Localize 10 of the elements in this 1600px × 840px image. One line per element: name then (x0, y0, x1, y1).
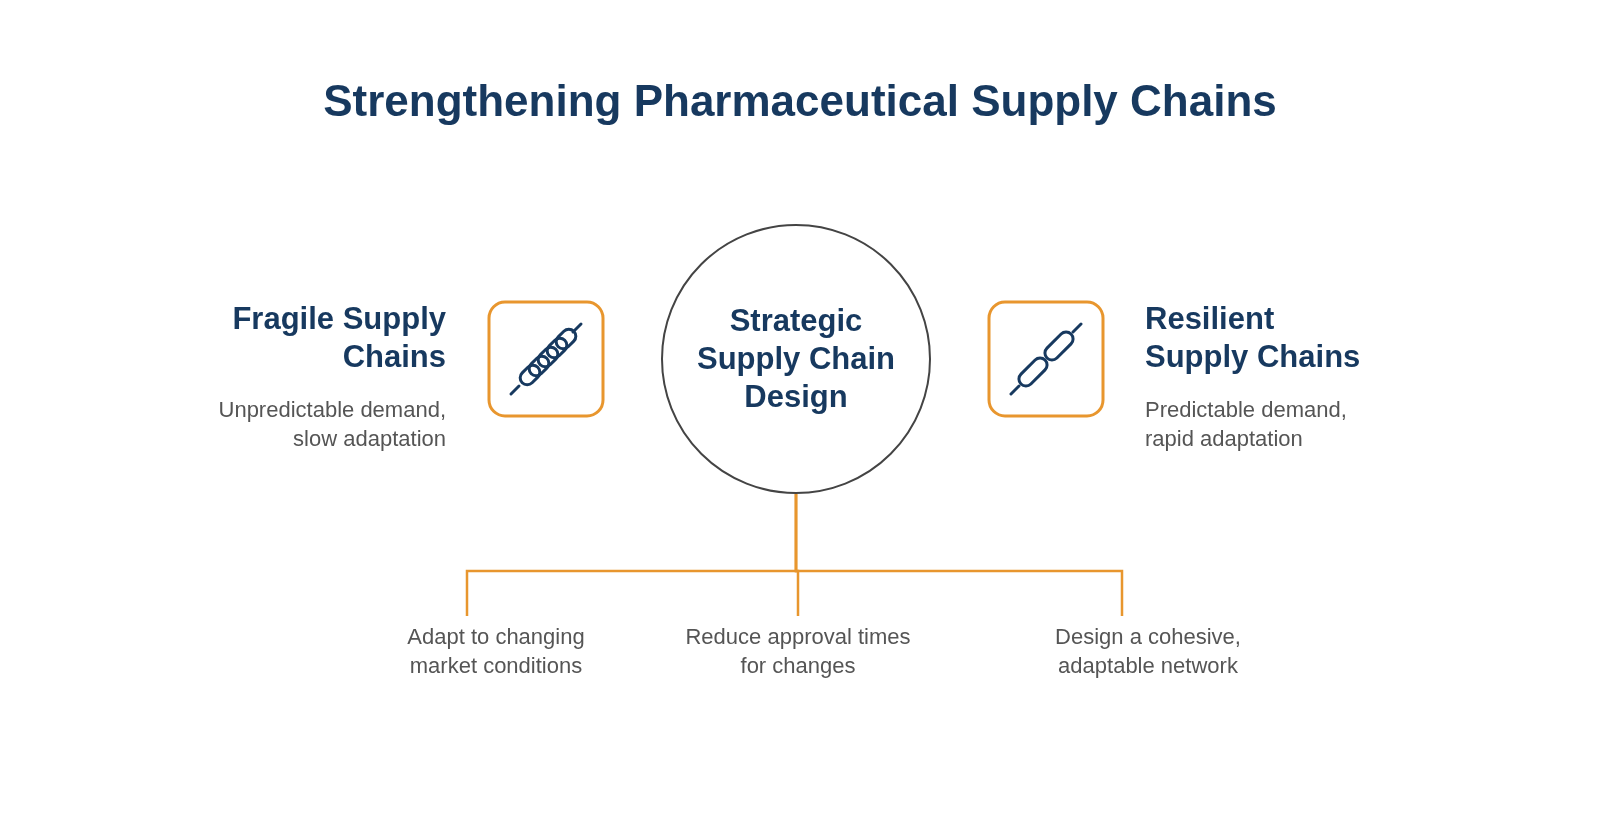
connector-line (794, 494, 1124, 616)
side-heading: Fragile Supply Chains (231, 300, 446, 376)
node-title: Strategic Supply Chain Design (695, 302, 897, 416)
branch-text: Reduce approval times for changes (673, 622, 923, 680)
title: Strengthening Pharmaceutical Supply Chains (322, 76, 1278, 126)
side-description: Unpredictable demand, slow adaptation (217, 396, 446, 453)
branch-text: Adapt to changing market conditions (386, 622, 606, 680)
branch-text: Design a cohesive, adaptable network (1038, 622, 1258, 680)
side-description: Predictable demand, rapid adaptation (1145, 396, 1348, 453)
side-heading: Resilient Supply Chains (1145, 300, 1362, 376)
